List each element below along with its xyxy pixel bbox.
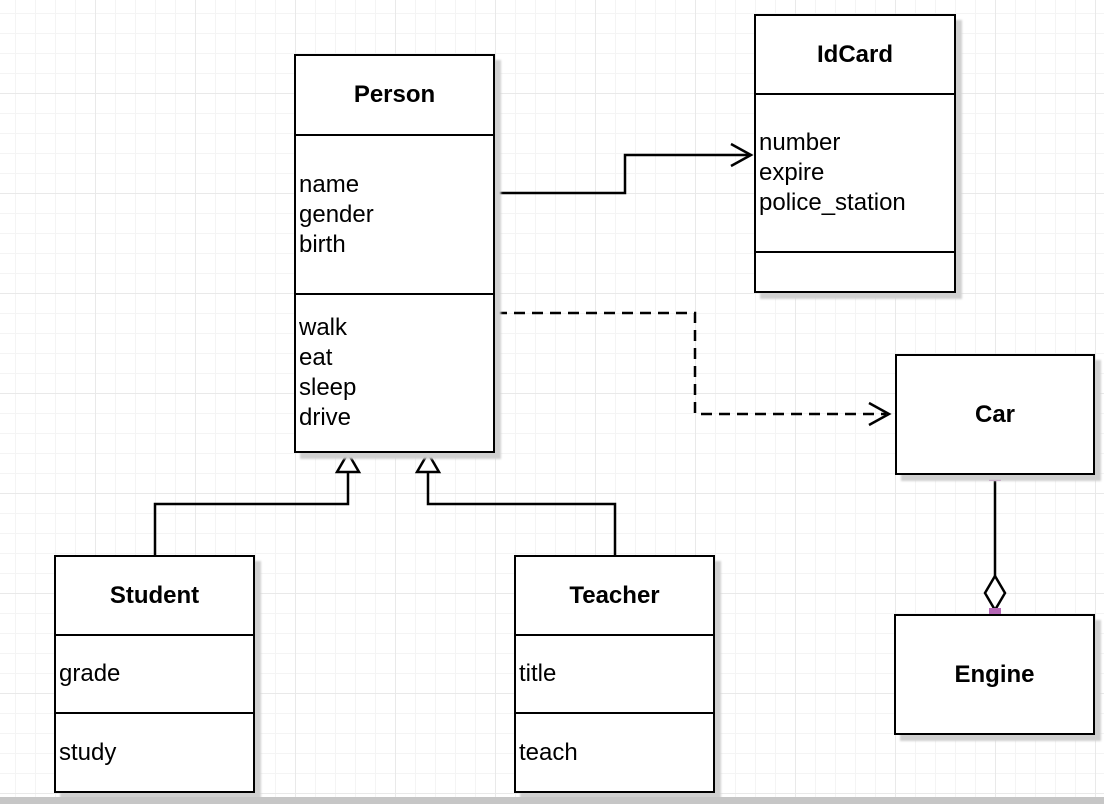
attribute: police_station — [759, 189, 906, 216]
methods-compartment — [756, 251, 954, 291]
class-title: Engine — [954, 660, 1035, 688]
hollow-triangle-arrowhead — [414, 450, 442, 474]
attribute: gender — [299, 200, 374, 228]
method: study — [59, 738, 117, 766]
method: walk — [299, 314, 348, 341]
attributes-compartment: number expire police_station — [756, 93, 954, 251]
hollow-triangle-arrowhead — [334, 450, 362, 474]
generalization-teacher-person[interactable] — [414, 450, 617, 555]
association-person-idcard[interactable] — [496, 142, 754, 195]
attribute: birth — [299, 230, 346, 258]
method: drive — [299, 404, 352, 431]
method: eat — [299, 344, 333, 371]
generalization-student-person[interactable] — [153, 450, 362, 555]
class-title: Teacher — [569, 581, 660, 609]
method: teach — [519, 738, 578, 766]
hollow-diamond — [983, 573, 1007, 613]
attributes-compartment: grade — [56, 634, 253, 712]
attribute: title — [519, 660, 557, 687]
attribute: number — [759, 129, 841, 156]
attributes-compartment: title — [516, 634, 713, 712]
attributes-compartment: name gender birth — [296, 134, 493, 293]
class-engine[interactable]: Engine — [894, 614, 1095, 735]
method: sleep — [299, 374, 357, 401]
class-student[interactable]: Student grade study — [54, 555, 255, 793]
aggregation-car-engine[interactable] — [983, 469, 1007, 620]
class-title: Car — [974, 400, 1016, 428]
open-arrowhead — [868, 401, 892, 427]
class-title: Person — [353, 81, 436, 108]
attribute: expire — [759, 159, 825, 186]
methods-compartment: walk eat sleep drive — [296, 293, 493, 451]
class-title: Student — [109, 581, 200, 609]
canvas-edge-strip — [0, 797, 1104, 804]
class-idcard[interactable]: IdCard number expire police_station — [754, 14, 956, 293]
methods-compartment: teach — [516, 712, 713, 791]
methods-compartment: study — [56, 712, 253, 791]
class-person[interactable]: Person name gender birth walk eat sleep … — [294, 54, 495, 453]
class-car[interactable]: Car — [895, 354, 1095, 475]
dependency-person-car[interactable] — [496, 311, 892, 427]
open-arrowhead — [730, 142, 754, 168]
class-teacher[interactable]: Teacher title teach — [514, 555, 715, 793]
attribute: name — [299, 170, 360, 198]
attribute: grade — [59, 660, 121, 687]
class-title: IdCard — [816, 40, 893, 68]
